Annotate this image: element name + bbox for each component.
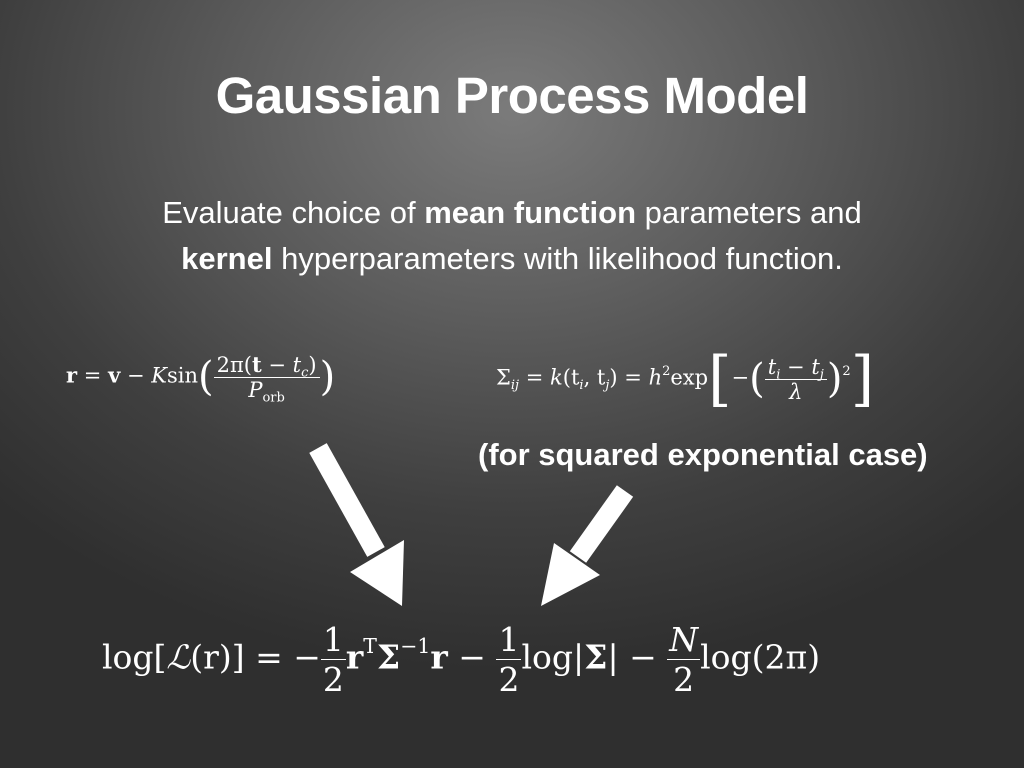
num-tc-sub: c [301,365,309,381]
residual-equation: r = v − Ksin(2π(t − tc)Porb) [66,352,336,405]
ll-sigma2: Σ [584,637,608,677]
num-close: ) [308,353,317,377]
fraction-numerator: N [667,620,701,660]
fraction-numerator: 1 [320,620,346,660]
den-lambda: λ [789,379,803,404]
ll-log-open: log[ [102,637,167,677]
num-minus: − [261,353,293,377]
subtitle-bold-kernel: kernel [181,241,273,276]
kernel-minus: − [731,365,750,390]
slide-subtitle: Evaluate choice of mean function paramet… [40,190,984,282]
eq-minus: − [126,363,145,388]
eq-v-symbol: v [108,362,121,388]
kernel-sigma: Σ [496,365,511,390]
paren-close: ) [319,354,336,400]
paren-open: ( [197,354,214,400]
kernel-j: j [605,378,610,394]
den-sub: orb [262,390,285,406]
num-minus: − [780,354,812,379]
subtitle-text: parameters and [636,195,862,230]
ll-L: ℒ [166,637,191,677]
num-i: i [776,367,781,383]
subtitle-bold-mean-function: mean function [424,195,637,230]
paren-open: ( [749,356,765,402]
kernel-comma: , t [583,365,606,390]
ll-r2: r [430,637,448,677]
squared-exponential-note: (for squared exponential case) [478,437,928,472]
kernel-args: (t [562,365,580,390]
fraction-numerator: ti − tj [764,354,827,383]
subtitle-text: Evaluate choice of [162,195,425,230]
ll-minus: − [447,637,497,677]
ll-log2pi: log(2π) [700,637,821,677]
ll-minus2: − [618,637,668,677]
fraction-denominator: 2 [322,660,344,699]
eq-equals: = [83,363,102,388]
ll-sigma: Σ [376,637,401,677]
den-P: P [248,378,263,402]
fraction-denominator: Porb [214,378,320,405]
bracket-close: ] [850,344,875,414]
eq-sin: sin [166,363,198,388]
ll-inverse: −1 [400,634,431,659]
kernel-close: ) [609,365,618,390]
kernel-k: k [550,365,563,390]
ll-logdet: log| [521,637,585,677]
kernel-sigma-sub: ij [510,378,520,394]
num-part: 2π( [216,353,252,377]
left-arrow-icon [309,443,404,606]
ll-transpose: T [363,634,377,659]
num-tc: t [292,353,302,377]
eq-r-symbol: r [66,362,78,388]
kernel-i: i [579,378,584,394]
num-j: j [819,367,824,383]
right-arrow-icon [541,485,634,606]
bracket-open: [ [708,344,732,414]
num-tj: t [811,354,820,379]
fraction-denominator: 2 [498,660,520,699]
ll-r: r [345,637,364,677]
ll-equals: = − [244,637,321,677]
kernel-exp: exp [670,365,709,390]
subtitle-text: hyperparameters with likelihood function… [272,241,843,276]
ll-log-close: ] [231,637,245,677]
ll-N: N [669,620,699,659]
num-ti: t [767,354,777,379]
paren-close: ) [826,356,843,402]
eq-K-symbol: K [151,363,167,388]
residual-fraction: 2π(t − tc)Porb [213,352,320,405]
kernel-h-sup: 2 [662,363,671,379]
slide-title: Gaussian Process Model [215,67,809,124]
kernel-h: h [648,365,663,390]
fraction-denominator: 2 [673,660,695,699]
fraction-numerator: 2π(t − tc) [213,352,320,381]
ll-bar: | [607,637,619,677]
fraction-denominator: λ [765,380,827,404]
ll-arg: (r) [190,637,232,677]
kernel-square: 2 [842,363,851,379]
fraction-numerator: 1 [496,620,522,660]
kernel-equals: = [519,365,551,390]
num-t: t [251,352,262,377]
kernel-equals-2: = [617,365,649,390]
